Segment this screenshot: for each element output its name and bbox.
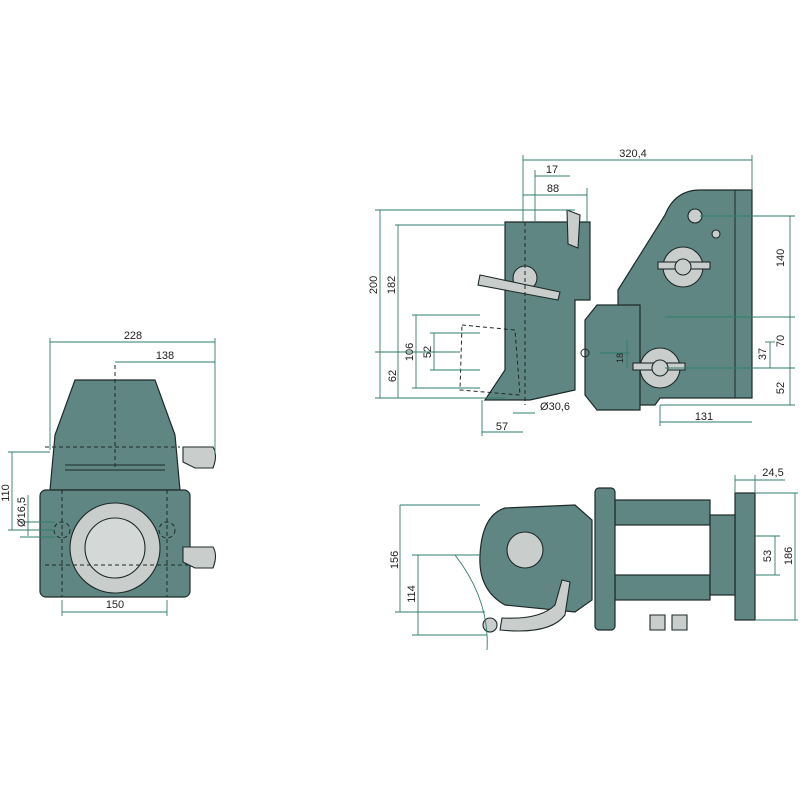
dim-140: 140: [775, 249, 787, 267]
front-view: 228 138 150 110 Ø16,5: [0, 330, 217, 616]
side-view: 320,4 17 88 200 182 106 52 62 18 Ø30,6 5…: [368, 148, 795, 436]
dim-17: 17: [546, 164, 558, 176]
release-lever: [477, 274, 561, 301]
top-view: 24,5 186 53 156 114: [389, 467, 798, 651]
dim-110: 110: [0, 484, 12, 502]
dim-37: 37: [757, 348, 769, 360]
bolt-upper: [657, 246, 711, 288]
dim-156: 156: [389, 551, 401, 569]
dim-138: 138: [156, 350, 174, 362]
flange: [584, 304, 641, 411]
front-bracket-upper: [182, 446, 217, 469]
dim-88: 88: [547, 183, 559, 195]
dim-320-4: 320,4: [619, 148, 647, 160]
dim-70: 70: [775, 335, 787, 347]
dim-150: 150: [106, 599, 124, 611]
dim-228: 228: [124, 330, 142, 342]
coupling-body: [483, 221, 591, 401]
dim-53: 53: [762, 550, 774, 562]
top-flange: [594, 487, 616, 631]
dim-hole-diameter: Ø16,5: [16, 497, 28, 527]
dim-57: 57: [496, 421, 508, 433]
top-bar-lower: [614, 574, 711, 601]
top-mounting-plate: [734, 492, 756, 621]
dim-182: 182: [386, 276, 398, 294]
front-flange-bore: [84, 517, 146, 579]
dim-114: 114: [406, 585, 418, 603]
dim-106: 106: [404, 343, 416, 361]
top-bar-upper: [614, 499, 711, 526]
dim-52: 52: [422, 346, 434, 358]
dim-131: 131: [695, 411, 713, 423]
dim-24-5: 24,5: [762, 467, 783, 479]
bolt-lower: [632, 347, 686, 389]
dim-52b: 52: [775, 382, 787, 394]
front-bracket-lower: [182, 546, 217, 569]
top-handle: [499, 579, 571, 632]
dim-ball-diameter: Ø30,6: [540, 401, 570, 413]
top-lever: [566, 209, 581, 249]
dim-62: 62: [387, 370, 399, 382]
dim-200: 200: [368, 276, 380, 294]
dim-18: 18: [615, 353, 625, 363]
top-spacer: [709, 514, 736, 596]
dim-186: 186: [783, 547, 795, 565]
